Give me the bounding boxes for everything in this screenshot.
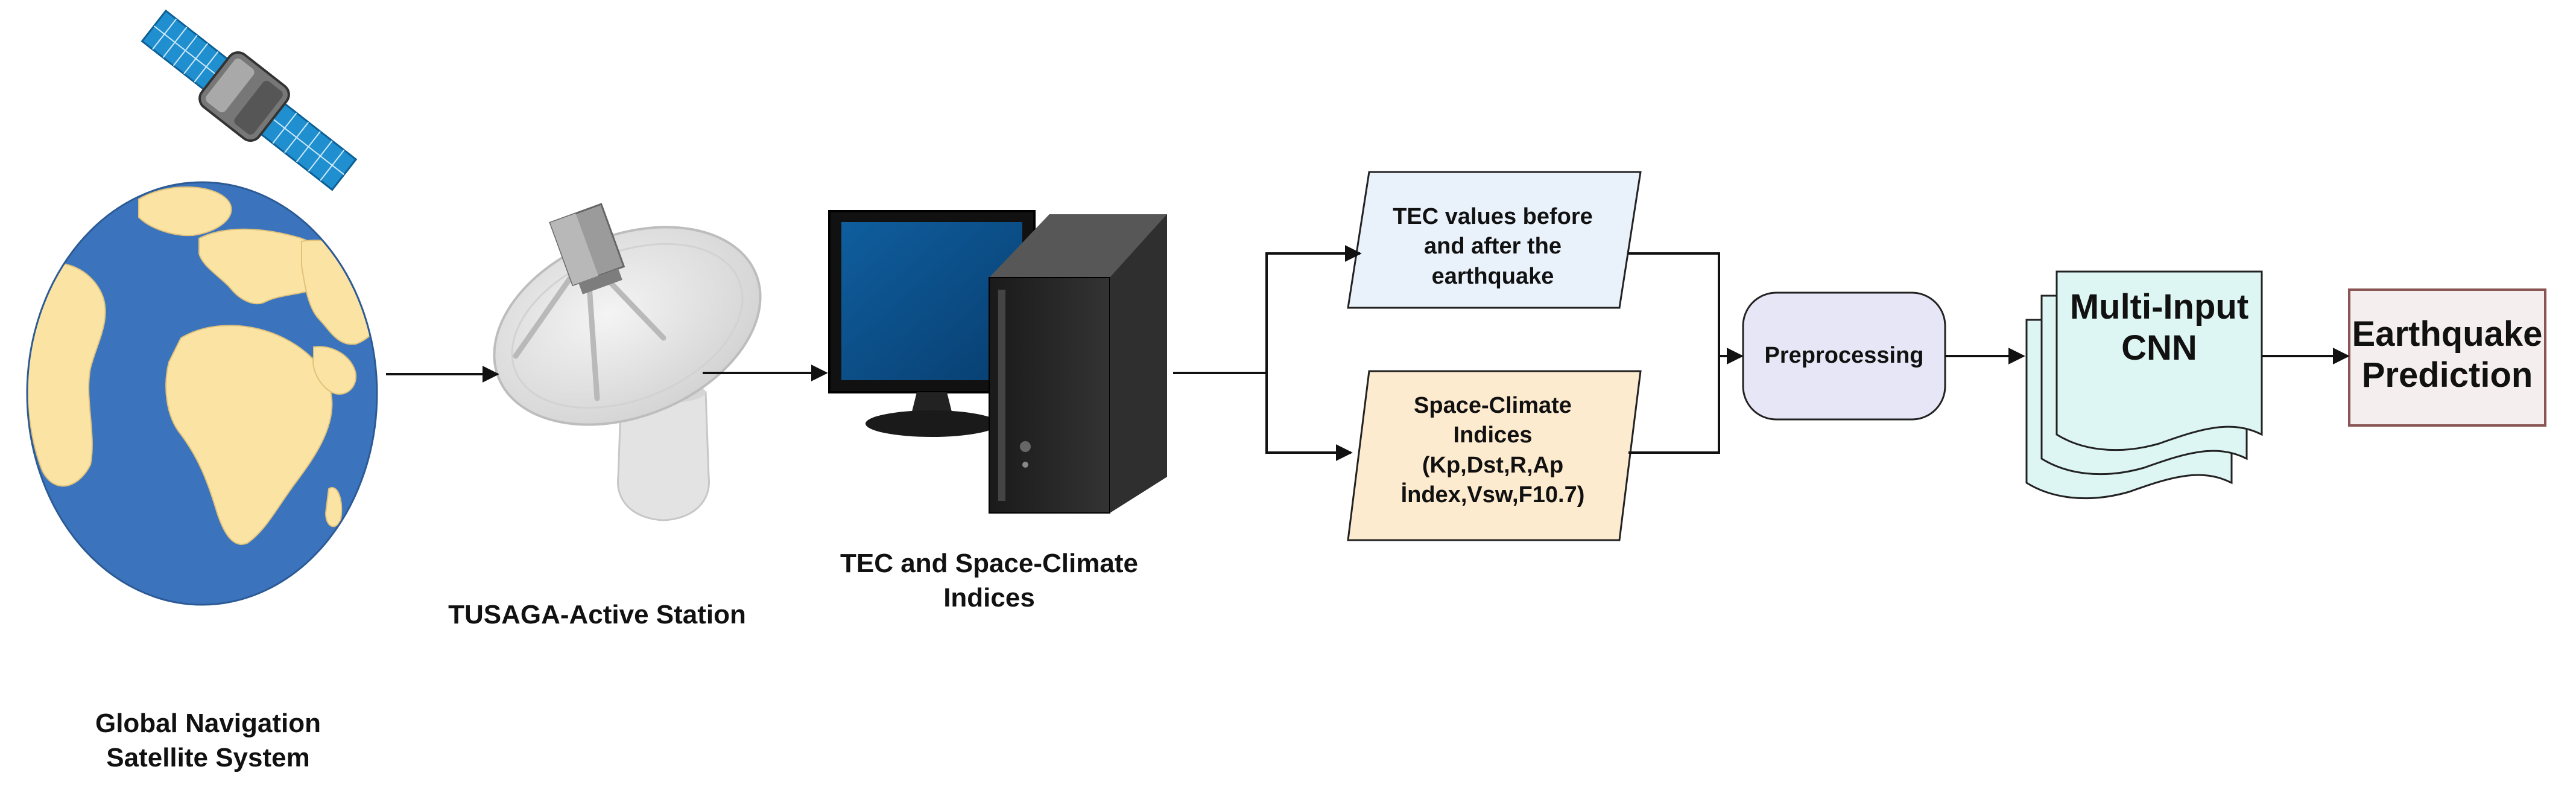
tec-values-line-3: earthquake bbox=[1431, 263, 1554, 289]
prediction-label-line-2: Prediction bbox=[2361, 355, 2533, 395]
dish-antenna-icon bbox=[493, 203, 762, 521]
station-label-text: TUSAGA-Active Station bbox=[448, 600, 746, 629]
space-climate-line-3: (Kp,Dst,R,Ap bbox=[1422, 452, 1564, 478]
preprocessing-label-text: Preprocessing bbox=[1764, 343, 1924, 368]
connector-arrows bbox=[386, 245, 2350, 461]
tec-values-line-1: TEC values before bbox=[1393, 204, 1593, 229]
globe-icon bbox=[26, 181, 378, 606]
cnn-label-line-1: Multi-Input bbox=[2069, 287, 2249, 326]
tec-values-box bbox=[1347, 171, 1642, 309]
space-climate-line-4: İndex,Vsw,F10.7) bbox=[1400, 482, 1585, 508]
computer-label: TEC and Space-Climate Indices bbox=[802, 546, 1176, 615]
preprocessing-label: Preprocessing bbox=[1743, 341, 1945, 371]
space-climate-box bbox=[1347, 370, 1642, 541]
tec-values-line-2: and after the bbox=[1423, 234, 1562, 259]
prediction-label: Earthquake Prediction bbox=[2349, 314, 2545, 396]
space-climate-line-1: Space-Climate bbox=[1414, 393, 1572, 418]
space-climate-label: Space-Climate Indices (Kp,Dst,R,Ap İndex… bbox=[1357, 391, 1628, 511]
prediction-label-line-1: Earthquake bbox=[2352, 314, 2543, 354]
computer-icon bbox=[828, 210, 1167, 514]
space-climate-line-2: Indices bbox=[1453, 422, 1533, 448]
cnn-label-line-2: CNN bbox=[2121, 328, 2197, 368]
cnn-label: Multi-Input CNN bbox=[2057, 287, 2262, 369]
computer-label-line-2: Indices bbox=[943, 583, 1035, 613]
gnss-label-line-1: Global Navigation bbox=[95, 708, 321, 738]
tec-values-label: TEC values before and after the earthqua… bbox=[1357, 202, 1628, 291]
computer-label-line-1: TEC and Space-Climate bbox=[840, 549, 1138, 578]
station-label: TUSAGA-Active Station bbox=[446, 597, 748, 632]
gnss-label-line-2: Satellite System bbox=[106, 743, 310, 773]
gnss-label: Global Navigation Satellite System bbox=[84, 706, 332, 775]
satellite-icon bbox=[141, 9, 358, 191]
multi-input-cnn-stack bbox=[2025, 270, 2263, 500]
prediction-box bbox=[2348, 288, 2546, 427]
